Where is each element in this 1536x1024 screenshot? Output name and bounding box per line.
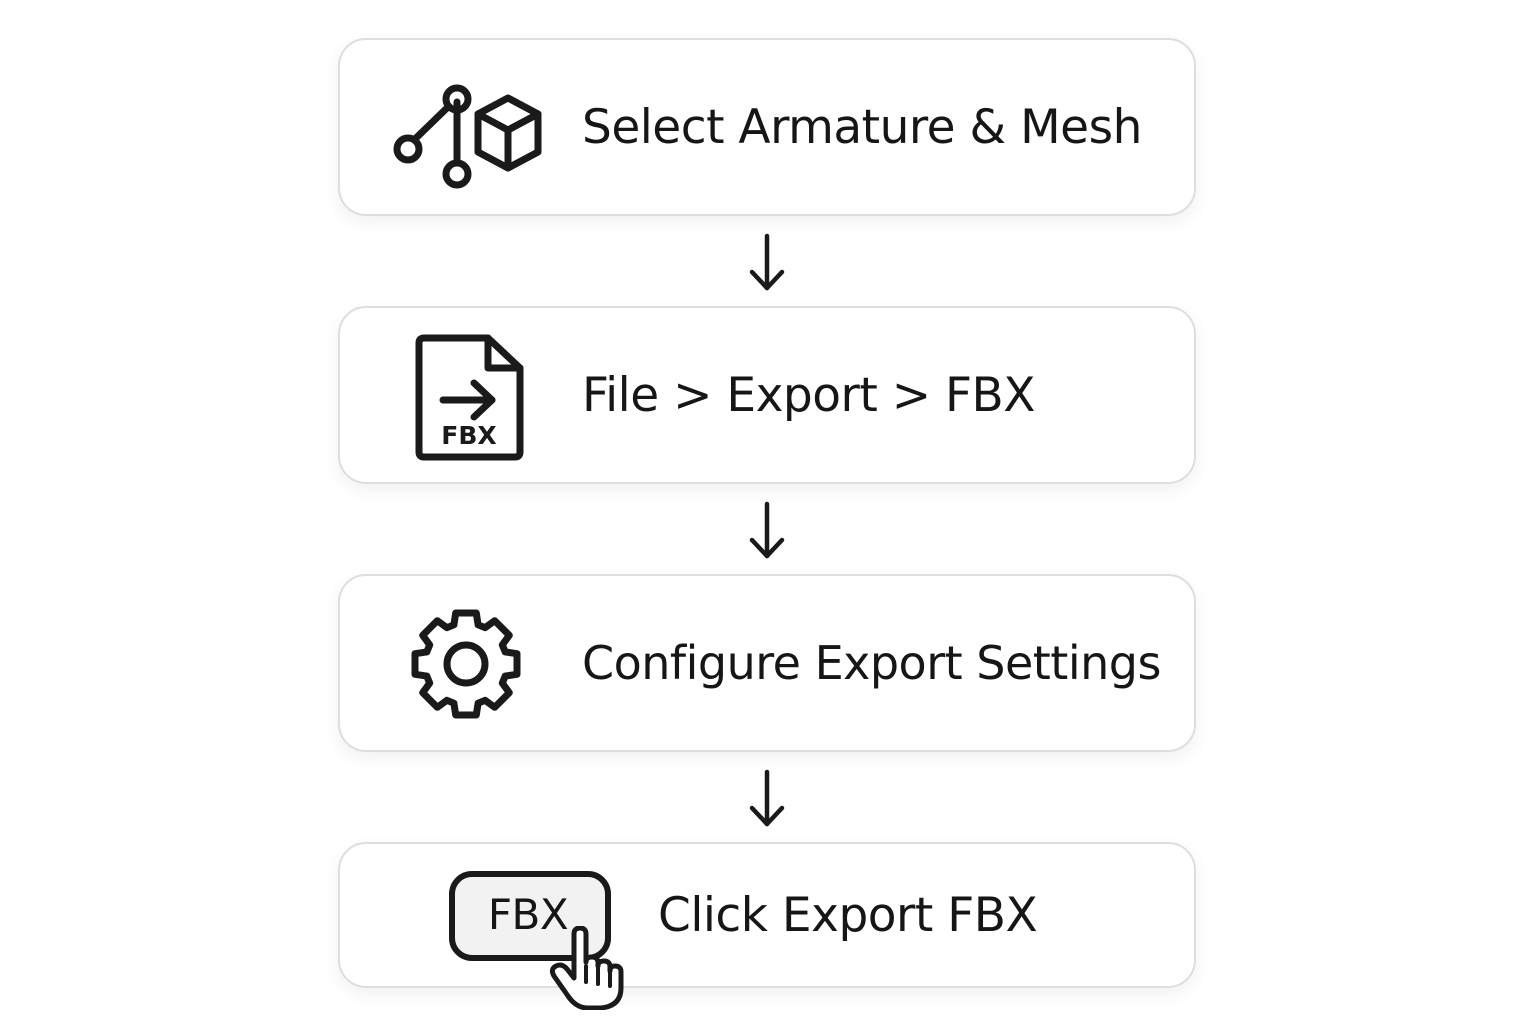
hand-pointer-icon: [549, 926, 624, 1010]
step-label: File > Export > FBX: [582, 367, 1036, 423]
arrow-down-icon: [749, 501, 785, 559]
arrow-down-icon: [749, 233, 785, 291]
step-label: Configure Export Settings: [582, 636, 1161, 690]
file-export-icon: FBX: [415, 334, 524, 461]
gear-icon: [411, 609, 521, 719]
step-card-click-export-fbx: FBX Click Export FBX: [338, 842, 1196, 1010]
file-icon-fbx-text: FBX: [441, 421, 496, 450]
step-card-file-export-fbx: FBX File > Export > FBX: [338, 306, 1196, 484]
step-label: Click Export FBX: [658, 887, 1038, 943]
step-card-configure-export-settings: Configure Export Settings: [338, 574, 1196, 752]
step-card-select-armature-mesh: Select Armature & Mesh: [338, 38, 1196, 216]
arrow-down-icon: [749, 769, 785, 827]
step-label: Select Armature & Mesh: [582, 99, 1142, 155]
armature-mesh-icon: [393, 84, 542, 189]
fbx-button-label: FBX: [487, 889, 569, 939]
fbx-button-shape: [449, 871, 611, 961]
fbx-button-click-icon: FBX: [446, 864, 626, 1010]
